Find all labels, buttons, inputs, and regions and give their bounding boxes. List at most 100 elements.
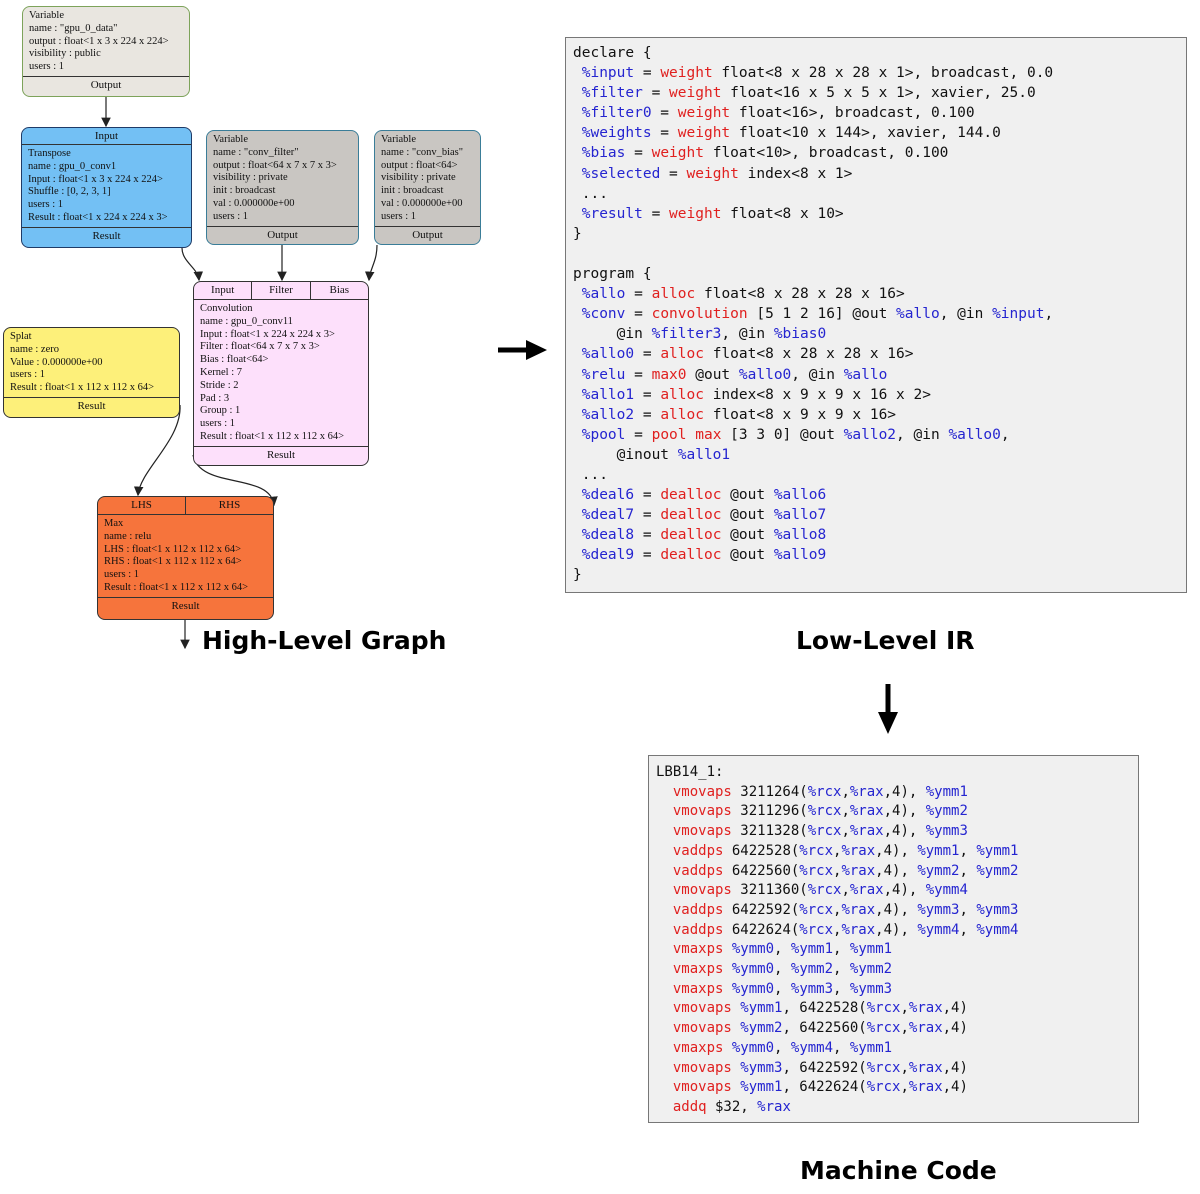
code-text: , xyxy=(833,980,850,997)
code-line: %allo0 = alloc float<8 x 28 x 28 x 16> xyxy=(573,344,1053,364)
code-text: float<8 x 9 x 9 x 16> xyxy=(703,406,897,423)
node-line: name : gpu_0_conv1 xyxy=(28,160,117,172)
code-line: vaddps 6422624(%rcx,%rax,4), %ymm4, %ymm… xyxy=(656,921,1019,941)
node-line: Variable xyxy=(29,10,64,21)
code-op: weight xyxy=(651,145,704,162)
code-text: = xyxy=(625,426,652,443)
code-text xyxy=(723,1040,731,1056)
code-op: vmovaps xyxy=(656,803,732,820)
code-var: %ymm4 xyxy=(976,921,1019,938)
code-text: float<16>, broadcast, 0.100 xyxy=(730,105,975,122)
code-op: vmovaps xyxy=(656,1059,732,1076)
node-line: Shuffle : [0, 2, 3, 1] xyxy=(28,186,111,198)
code-op: vmovaps xyxy=(656,1000,732,1017)
code-op: vmaxps xyxy=(656,941,724,958)
node-line: visibility : public xyxy=(29,48,101,60)
node-footer-result: Result xyxy=(4,396,179,415)
code-text: = xyxy=(651,125,678,142)
code-var: %ymm1 xyxy=(917,842,960,859)
code-var: %allo0 xyxy=(738,366,792,383)
code-var: %ymm3 xyxy=(976,901,1019,918)
code-line: vaddps 6422560(%rcx,%rax,4), %ymm2, %ymm… xyxy=(656,862,1019,882)
code-var: %rcx xyxy=(866,1079,901,1096)
code-op: alloc xyxy=(660,406,704,423)
code-text: , xyxy=(833,921,842,938)
code-op: dealloc xyxy=(660,507,722,524)
code-var: %ymm3 xyxy=(925,823,968,840)
code-text: , xyxy=(1000,426,1010,443)
code-text: float<8 x 10> xyxy=(721,205,844,222)
code-var: %ymm2 xyxy=(790,961,834,978)
code-text: [5 1 2 16] @out xyxy=(747,306,897,323)
code-op: alloc xyxy=(651,286,696,303)
code-text xyxy=(723,941,731,957)
code-op: alloc xyxy=(660,346,704,363)
code-line: addq $32, %rax xyxy=(656,1098,1019,1118)
code-text: , 6422528( xyxy=(782,1000,867,1017)
code-var: %ymm2 xyxy=(925,803,968,820)
node-line: name : "gpu_0_data" xyxy=(29,22,118,34)
node-line: Result : float<1 x 112 x 112 x 64> xyxy=(10,382,155,394)
code-var: %ymm3 xyxy=(917,901,960,918)
code-op: dealloc xyxy=(660,487,722,504)
code-op: weight xyxy=(677,125,731,142)
port-lhs: LHS xyxy=(98,497,186,514)
machine-code-listing: LBB14_1: vmovaps 3211264(%rcx,%rax,4), %… xyxy=(656,763,1019,1118)
code-text: = xyxy=(634,527,661,544)
code-line: vmovaps %ymm1, 6422528(%rcx,%rax,4) xyxy=(656,999,1019,1019)
code-var: %rcx xyxy=(799,901,834,918)
code-var: %rcx xyxy=(807,783,842,800)
code-var: %allo2 xyxy=(843,426,897,443)
node-line: Variable xyxy=(213,134,248,145)
code-var: %rax xyxy=(841,862,876,879)
code-var: %ymm4 xyxy=(925,882,968,899)
code-text: , xyxy=(841,783,850,800)
code-text: , xyxy=(774,961,791,978)
code-var: %allo2 xyxy=(573,406,635,423)
code-op: weight xyxy=(669,205,722,222)
node-line: name : gpu_0_conv11 xyxy=(200,315,293,327)
code-text: = xyxy=(642,205,670,222)
code-text: = xyxy=(634,507,661,524)
node-footer-output: Output xyxy=(207,225,358,244)
node-ports: Input Filter Bias xyxy=(194,282,368,300)
code-text: 3211296( xyxy=(731,803,808,820)
node-line: Variable xyxy=(381,134,416,145)
code-op: vaddps xyxy=(656,901,724,918)
code-var: %result xyxy=(573,205,643,222)
node-line: Input : float<1 x 3 x 224 x 224> xyxy=(28,173,163,185)
code-text: , xyxy=(841,882,850,899)
node-line: Value : 0.000000e+00 xyxy=(10,356,103,368)
code-text: = xyxy=(625,366,652,383)
code-text: , xyxy=(900,1020,909,1037)
code-text: float<10 x 144>, xavier, 144.0 xyxy=(730,125,1001,142)
code-text: index<8 x 9 x 9 x 16 x 2> xyxy=(703,386,931,403)
code-var: %rax xyxy=(841,901,876,918)
code-line: } xyxy=(573,565,1053,585)
code-var: %deal8 xyxy=(573,527,635,544)
code-op: vmaxps xyxy=(656,980,724,997)
code-var: %allo1 xyxy=(573,386,635,403)
code-var: %rax xyxy=(849,783,884,800)
code-var: %rax xyxy=(841,921,876,938)
code-var: %allo1 xyxy=(677,446,731,463)
code-text: , xyxy=(841,823,850,840)
node-line: RHS : float<1 x 112 x 112 x 64> xyxy=(104,556,242,568)
code-text: = xyxy=(625,306,652,323)
node-footer-output: Output xyxy=(23,75,189,94)
node-line: users : 1 xyxy=(104,569,139,581)
code-line: %allo = alloc float<8 x 28 x 28 x 16> xyxy=(573,284,1053,304)
code-line: @in %filter3, @in %bias0 xyxy=(573,324,1053,344)
code-text: , xyxy=(833,941,850,958)
code-text: , 6422624( xyxy=(782,1079,867,1096)
node-footer-result: Result xyxy=(194,445,368,464)
code-text xyxy=(723,961,731,977)
node-line: init : broadcast xyxy=(213,185,276,197)
code-text: , 6422560( xyxy=(782,1020,867,1037)
code-text: @out xyxy=(721,507,774,524)
